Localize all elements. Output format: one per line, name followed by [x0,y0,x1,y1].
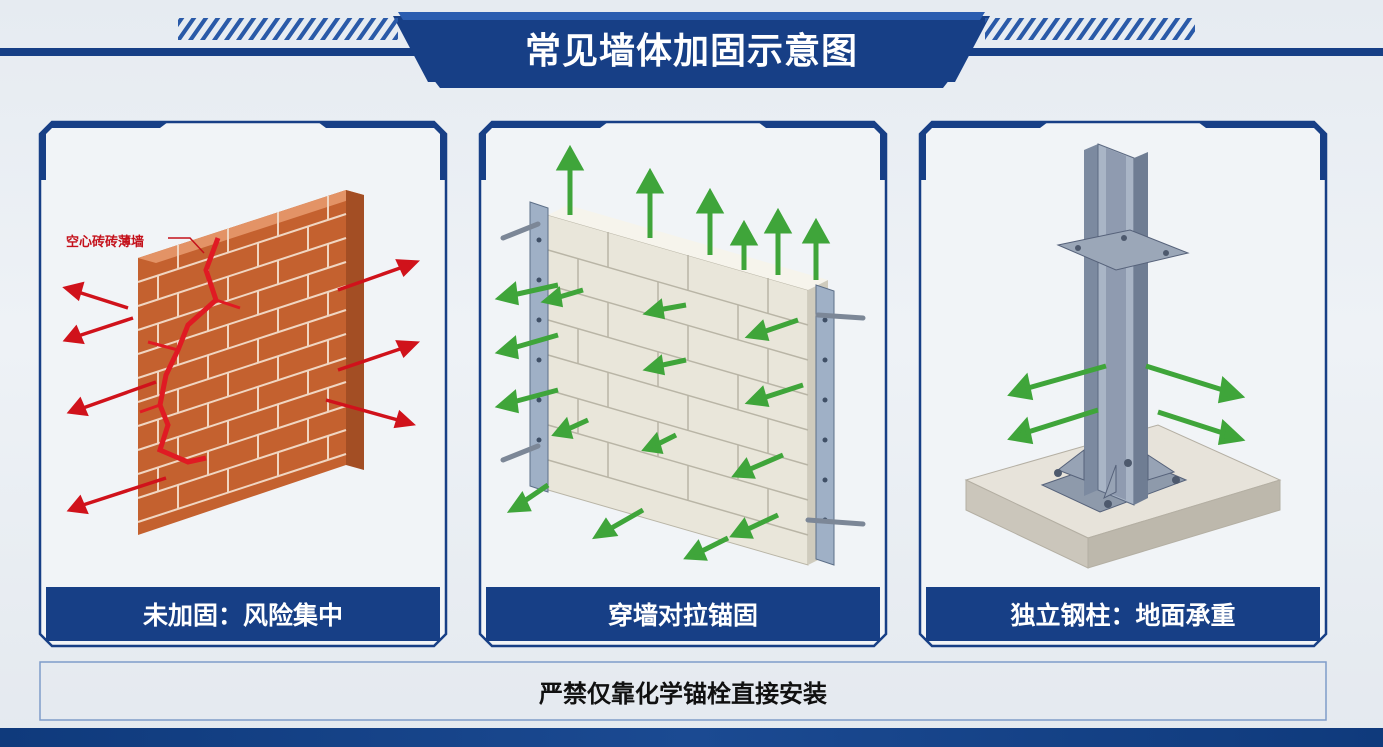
panel-unreinforced: 空心砖砖薄墙 未加固：风险集中 [38,120,448,648]
footer-warning: 严禁仅靠化学锚栓直接安装 [539,679,827,708]
label-bar [46,587,440,641]
right-stripe-decoration [985,18,1195,40]
brick-wall [137,190,364,535]
cap-plate [1056,229,1190,271]
callout-text: 空心砖砖薄墙 [66,235,145,250]
steel-channel-right [815,284,835,566]
panel-label: 穿墙对拉锚固 [607,601,758,630]
left-stripe-decoration [178,18,398,40]
red-force-arrows [62,259,421,515]
green-force-arrows [1007,363,1246,446]
title-plate [393,16,990,82]
panel-steel-column: 独立钢柱：地面承重 [918,120,1328,648]
bottom-bar [0,728,1383,747]
label-bar [926,587,1320,641]
label-bar [486,587,880,641]
steel-channel-left [529,201,549,493]
panel-label: 未加固：风险集中 [142,601,343,630]
footer-frame [39,661,1327,721]
panel-through-wall: 穿墙对拉锚固 [478,120,888,648]
callout-leader [168,237,205,254]
green-force-arrows [494,144,831,561]
through-bolts [500,221,866,527]
panel-label: 独立钢柱：地面承重 [1010,601,1236,630]
page-title: 常见墙体加固示意图 [524,31,858,72]
crack-line [156,237,221,465]
